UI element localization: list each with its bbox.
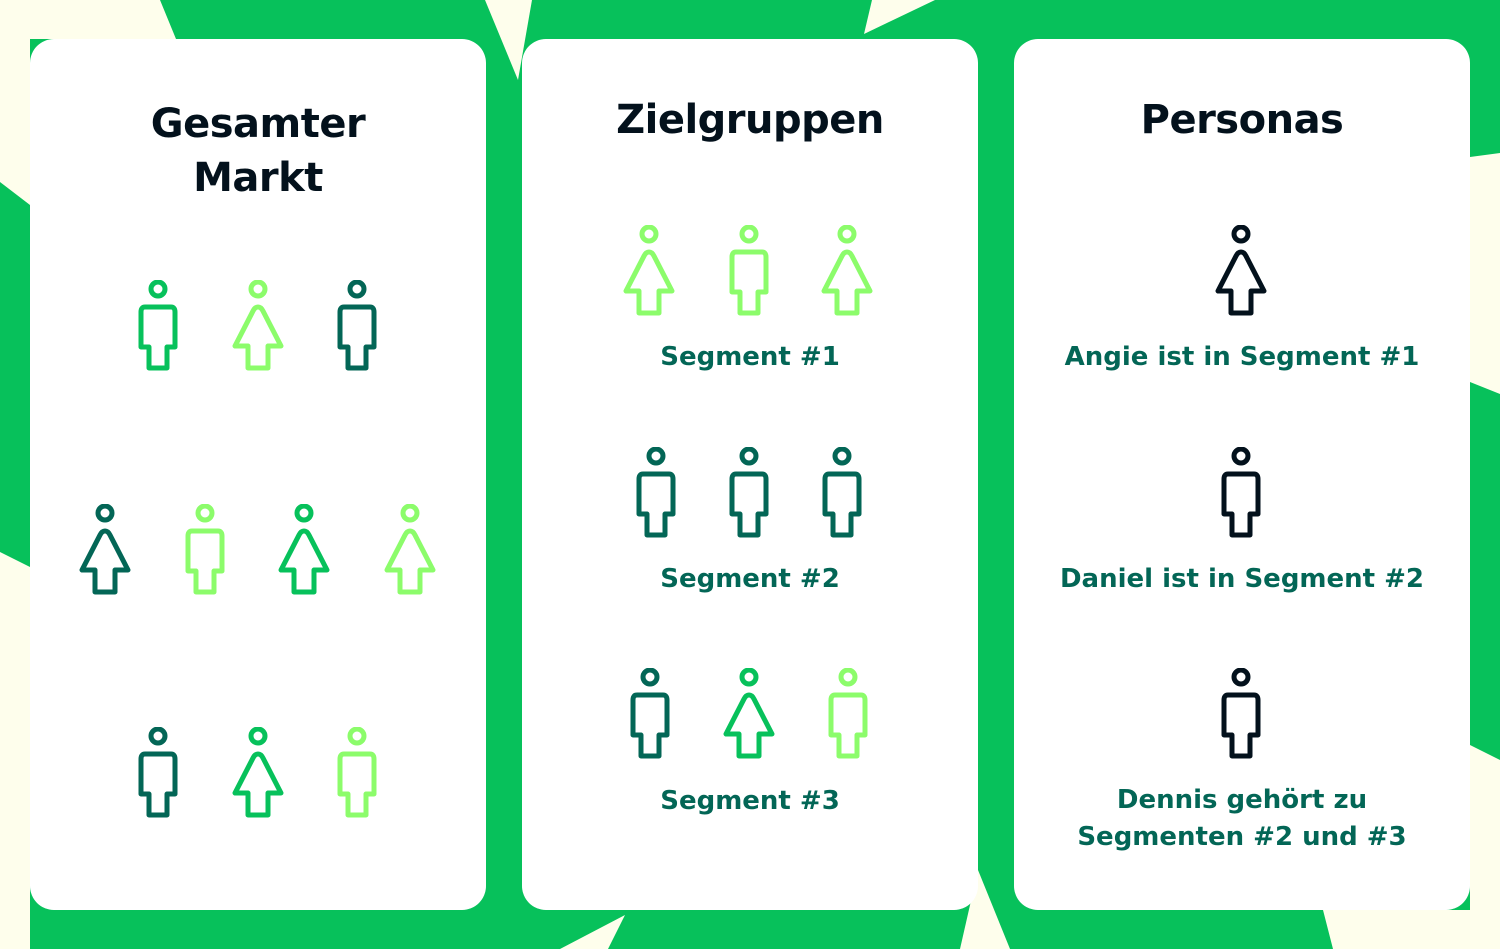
card-personas: Personas Angie ist in Segment #1 Daniel … xyxy=(1014,39,1470,910)
bg-cream-bottom-mid xyxy=(560,915,625,949)
male-figure-icon xyxy=(335,280,381,375)
segment-label: Segment #2 xyxy=(660,564,840,594)
female-figure-icon xyxy=(231,727,287,822)
segment-label: Segment #3 xyxy=(660,786,840,816)
persona-label: Dennis gehört zu Segmenten #2 und #3 xyxy=(1014,782,1470,856)
male-figure-icon xyxy=(727,225,773,320)
male-figure-icon xyxy=(727,447,773,542)
persona-label-line-2: Segmenten #2 und #3 xyxy=(1077,822,1407,852)
male-figure-icon xyxy=(183,504,229,599)
persona-label: Daniel ist in Segment #2 xyxy=(1059,564,1425,594)
bg-cream-top-left xyxy=(0,0,176,205)
female-figure-icon xyxy=(722,668,778,763)
bg-cream-bottom-right xyxy=(960,870,1010,949)
bg-cream-left-lower xyxy=(0,552,30,949)
title-line-1: Gesamter xyxy=(150,101,366,147)
female-figure-icon xyxy=(277,504,333,599)
female-figure-icon xyxy=(231,280,287,375)
bg-cream-right-lower xyxy=(1323,745,1500,949)
male-figure-icon xyxy=(820,447,866,542)
male-figure-icon xyxy=(335,727,381,822)
bg-cream-top-mid-left xyxy=(485,0,532,80)
male-persona-icon xyxy=(1219,447,1265,542)
male-figure-icon xyxy=(136,727,182,822)
card-title: Zielgruppen xyxy=(616,97,884,143)
card-total-market: Gesamter Markt xyxy=(30,39,486,910)
male-persona-icon xyxy=(1219,668,1265,763)
female-figure-icon xyxy=(622,225,678,320)
female-figure-icon xyxy=(78,504,134,599)
male-figure-icon xyxy=(826,668,872,763)
card-target-groups: Zielgruppen Segment #1 Segment #2 Segmen… xyxy=(522,39,978,910)
male-figure-icon xyxy=(634,447,680,542)
persona-label: Angie ist in Segment #1 xyxy=(1064,342,1420,372)
female-figure-icon xyxy=(383,504,439,599)
segment-label: Segment #1 xyxy=(660,342,840,372)
persona-label-line-1: Dennis gehört zu xyxy=(1116,785,1368,815)
bg-cream-right-upper xyxy=(1470,153,1500,394)
bg-cream-top-mid-right xyxy=(864,0,935,34)
card-title: Gesamter Markt xyxy=(30,97,486,205)
title-line-2: Markt xyxy=(193,155,323,201)
card-title: Personas xyxy=(1140,97,1344,143)
female-persona-icon xyxy=(1214,225,1270,320)
female-figure-icon xyxy=(820,225,876,320)
male-figure-icon xyxy=(136,280,182,375)
male-figure-icon xyxy=(628,668,674,763)
